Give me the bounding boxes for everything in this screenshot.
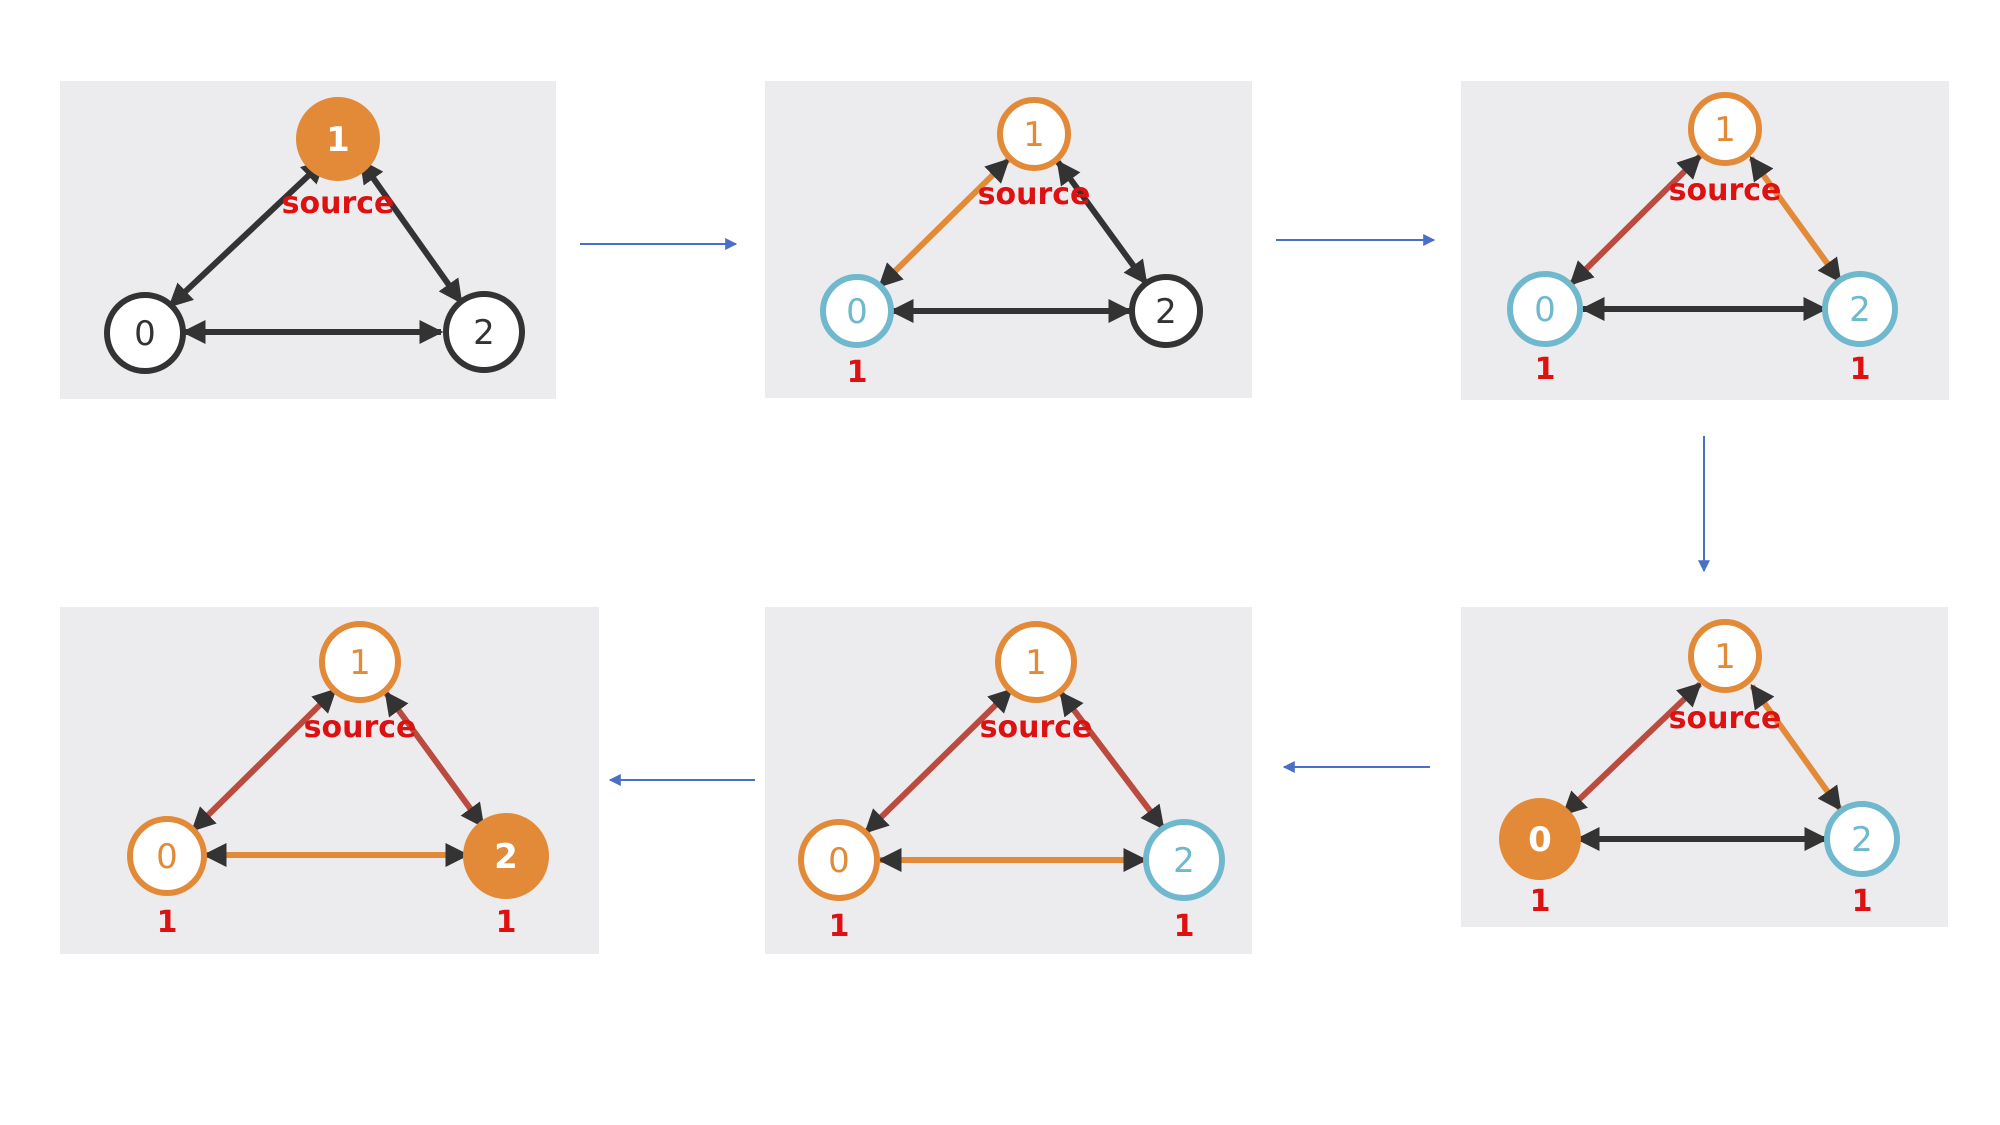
distance-label-node-0: 1 [157,905,178,940]
node-0: 0 [798,819,880,901]
distance-label-node-2: 1 [1174,909,1195,944]
node-1: 1 [997,97,1071,171]
source-label: source [304,710,417,745]
node-2: 2 [463,813,549,899]
node-0: 0 [1499,798,1581,880]
source-label: source [1669,701,1782,736]
distance-label-node-2: 1 [1852,884,1873,919]
node-label: 2 [1849,290,1871,330]
node-label: 2 [1155,292,1177,332]
node-1: 1 [296,97,380,181]
node-0: 0 [127,816,207,896]
node-label: 2 [1173,841,1195,881]
node-label: 1 [1714,110,1736,150]
node-2: 2 [1129,274,1203,348]
node-2: 2 [1143,819,1225,901]
node-circle [443,291,525,373]
panel-step-6: 1 0 2 source 1 1 [60,607,599,954]
edge-1-2 [1058,691,1166,830]
source-label: source [980,710,1093,745]
node-circle [820,274,894,348]
node-circle [1822,271,1898,347]
node-2: 2 [443,291,525,373]
node-label: 0 [1534,290,1556,330]
distance-label-node-2: 1 [496,905,517,940]
node-2: 2 [1822,271,1898,347]
node-circle [1507,271,1583,347]
edge-1-0 [877,157,1011,289]
panel-step-3: 1 0 2 source 1 1 [1461,81,1949,400]
node-circle [798,819,880,901]
node-label: 2 [473,313,495,353]
node-label: 1 [1025,643,1047,683]
node-1: 1 [1688,92,1762,166]
node-circle [104,292,186,374]
panel-step-2: 1 0 2 source 1 [765,81,1252,398]
node-label: 2 [494,837,518,877]
node-label: 0 [828,841,850,881]
node-label: 0 [846,292,868,332]
node-circle [1143,819,1225,901]
source-label: source [978,177,1091,212]
node-1: 1 [995,621,1077,703]
edge-1-2 [1748,156,1843,283]
panel-step-5: 1 0 2 source 1 1 [765,607,1252,954]
node-circle [1824,801,1900,877]
node-1: 1 [319,621,401,703]
node-1: 1 [1688,619,1762,693]
node-circle [1688,619,1762,693]
distance-label-node-0: 1 [847,355,868,390]
distance-label-node-2: 1 [1850,352,1871,387]
node-2: 2 [1824,801,1900,877]
edge-1-0 [863,687,1014,835]
edge-1-2 [383,691,486,828]
edge-1-0 [1568,153,1703,287]
node-label: 1 [326,120,350,160]
node-label: 1 [1023,115,1045,155]
distance-label-node-0: 1 [1530,884,1551,919]
edge-1-2 [1749,684,1843,811]
node-label: 0 [134,314,156,354]
node-circle [319,621,401,703]
edge-1-0 [190,687,338,833]
node-0: 0 [1507,271,1583,347]
node-label: 0 [1528,820,1552,860]
edge-1-2 [1055,160,1149,285]
node-circle [463,813,549,899]
source-label: source [282,186,395,221]
edge-1-0 [1561,681,1703,817]
node-0: 0 [820,274,894,348]
node-label: 2 [1851,820,1873,860]
distance-label-node-0: 1 [829,909,850,944]
panel-step-1: 1 0 2 source [60,81,556,399]
node-label: 1 [1714,637,1736,677]
edge-1-0 [167,158,327,309]
distance-label-node-0: 1 [1535,352,1556,387]
edge-1-2 [358,159,464,304]
node-label: 0 [156,837,178,877]
node-circle [995,621,1077,703]
node-0: 0 [104,292,186,374]
node-circle [296,97,380,181]
node-circle [1129,274,1203,348]
node-circle [127,816,207,896]
source-label: source [1669,173,1782,208]
panel-step-4: 1 0 2 source 1 1 [1461,607,1948,927]
node-circle [1688,92,1762,166]
node-circle [997,97,1071,171]
node-circle [1499,798,1581,880]
node-label: 1 [349,643,371,683]
